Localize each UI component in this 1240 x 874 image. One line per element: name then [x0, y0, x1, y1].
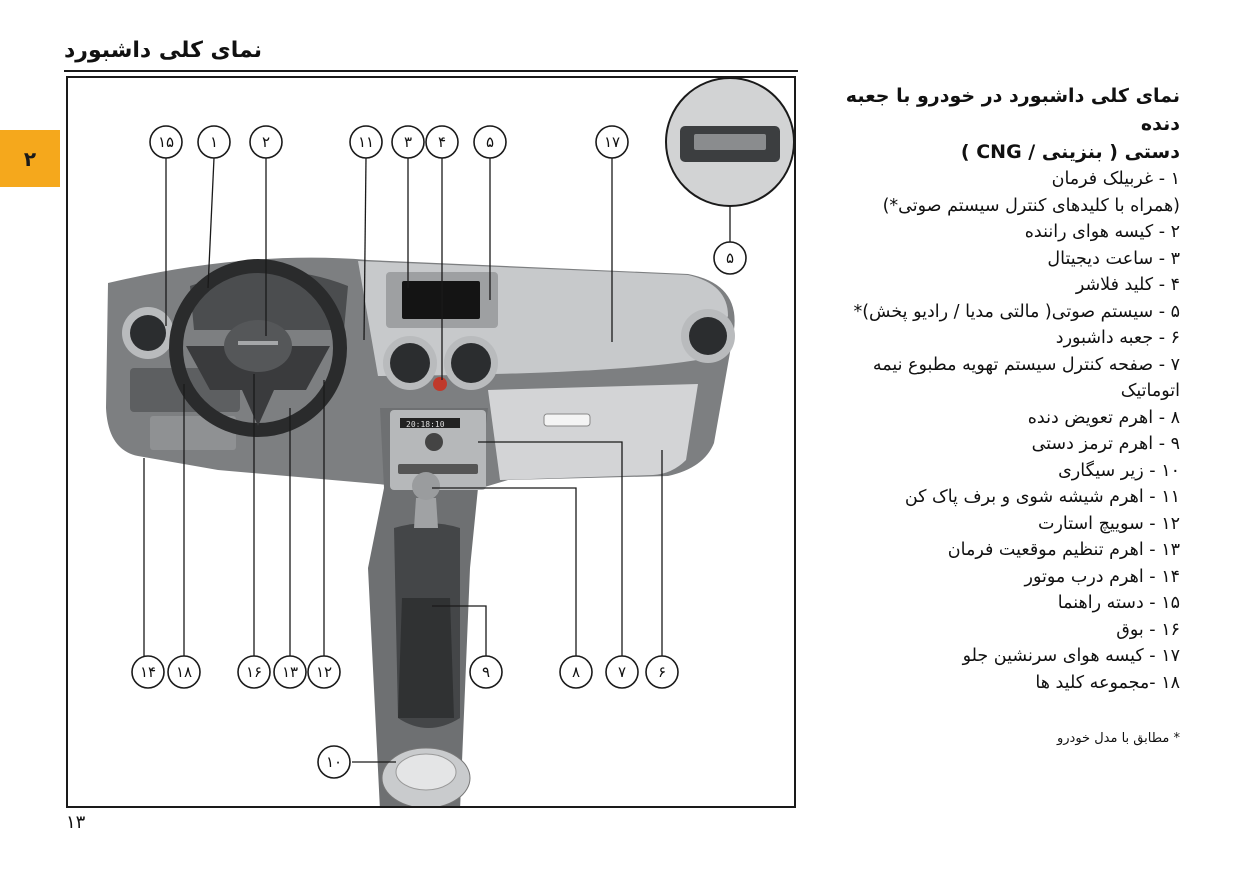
- section-heading: نمای کلی داشبورد در خودرو با جعبه دنده د…: [820, 82, 1180, 166]
- svg-text:۱۵: ۱۵: [158, 133, 174, 151]
- callout-14: ۱۴: [131, 655, 165, 689]
- dashboard-lower-panel: [488, 384, 698, 480]
- callout-15: ۱۵: [149, 125, 183, 159]
- legend-item: ۱۳ - اهرم تنظیم موقعیت فرمان: [947, 540, 1180, 560]
- callout-18: ۱۸: [167, 655, 201, 689]
- gear-lever: [414, 498, 438, 528]
- left-vent: [122, 307, 174, 359]
- climate-display: [400, 418, 460, 428]
- page-title: نمای کلی داشبورد: [64, 38, 262, 63]
- svg-text:۹: ۹: [482, 663, 490, 681]
- center-right-vent: [444, 336, 498, 390]
- svg-text:۷: ۷: [618, 663, 626, 681]
- legend-item: ۸ - اهرم تعویض دنده: [1027, 407, 1180, 428]
- glovebox-handle: [543, 413, 591, 427]
- legend-item: ۱۲ - سوییچ استارت: [1037, 513, 1180, 534]
- legend-item: ۱۸ -مجموعه کلید ها: [1035, 672, 1180, 693]
- legend-item: اتوماتیک: [1120, 381, 1180, 401]
- legend-item: (همراه با کلیدهای کنترل سیستم صوتی*): [882, 195, 1180, 216]
- callout-10: ۱۰: [317, 745, 351, 779]
- legend-item: ۱۱ - اهرم شیشه شوی و برف پاک کن: [904, 487, 1180, 507]
- legend-item: ۷ - صفحه کنترل سیستم تهویه مطبوع نیمه: [872, 354, 1180, 375]
- svg-text:۱۳: ۱۳: [282, 663, 298, 681]
- svg-text:۱۱: ۱۱: [358, 133, 374, 151]
- legend-item: ۴ - کلید فلاشر: [1075, 275, 1180, 295]
- callout-9: ۹: [469, 655, 503, 689]
- ashtray-lid: [395, 753, 457, 791]
- svg-text:۳: ۳: [404, 133, 412, 151]
- svg-text:۴: ۴: [438, 133, 446, 151]
- hazard-button: [433, 377, 447, 391]
- svg-text:۱۶: ۱۶: [246, 663, 262, 681]
- callout-2: ۲: [249, 125, 283, 159]
- callout-16: ۱۶: [237, 655, 271, 689]
- svg-text:۱۷: ۱۷: [604, 133, 620, 151]
- callout-3: ۳: [391, 125, 425, 159]
- svg-text:۱: ۱: [210, 133, 218, 151]
- heading-line-1: نمای کلی داشبورد در خودرو با جعبه دنده: [845, 85, 1180, 135]
- callout-1: ۱: [197, 125, 231, 159]
- legend-item: ۱۵ - دسته راهنما: [1057, 593, 1180, 613]
- callout-5-top: ۵: [473, 125, 507, 159]
- title-rule: [64, 70, 798, 72]
- legend-item: ۵ - سیستم صوتی( مالتی مدیا / رادیو پخش)*: [853, 301, 1180, 322]
- dashboard-figure: 20:18:10: [66, 76, 796, 808]
- legend-item: ۱۶ - بوق: [1116, 619, 1180, 640]
- callout-7: ۷: [605, 655, 639, 689]
- audio-inset: [665, 78, 794, 207]
- chapter-tab: ۲: [0, 130, 60, 187]
- legend-list: ۱ - غربیلک فرمان (همراه با کلیدهای کنترل…: [820, 166, 1180, 696]
- handbrake: [398, 598, 454, 718]
- center-left-vent: [383, 336, 437, 390]
- callout-17: ۱۷: [595, 125, 629, 159]
- legend-item: ۳ - ساعت دیجیتال: [1047, 248, 1180, 269]
- svg-text:۶: ۶: [658, 663, 666, 681]
- svg-text:۱۰: ۱۰: [326, 753, 342, 771]
- legend-item: ۱۴ - اهرم درب موتور: [1024, 566, 1180, 587]
- callout-13: ۱۳: [273, 655, 307, 689]
- clock-display: 20:18:10: [406, 420, 445, 429]
- console-button-row: [398, 464, 478, 474]
- footnote: * مطابق با مدل خودرو: [1057, 731, 1180, 746]
- callout-12: ۱۲: [307, 655, 341, 689]
- callout-6: ۶: [645, 655, 679, 689]
- callout-8: ۸: [559, 655, 593, 689]
- legend-item: ۱ - غربیلک فرمان: [1051, 169, 1180, 189]
- heading-line-2: دستی ( بنزینی / CNG ): [960, 141, 1180, 163]
- callout-4: ۴: [425, 125, 459, 159]
- svg-text:۱۸: ۱۸: [176, 663, 192, 681]
- gear-knob: [412, 472, 440, 500]
- svg-text:۱۴: ۱۴: [140, 663, 156, 681]
- callout-11: ۱۱: [349, 125, 383, 159]
- callout-5-inset: ۵: [713, 241, 747, 275]
- multimedia-screen: [402, 281, 480, 319]
- climate-knob: [425, 433, 443, 451]
- legend-column: نمای کلی داشبورد در خودرو با جعبه دنده د…: [820, 82, 1180, 753]
- steering-wheel: [169, 259, 347, 437]
- svg-text:۵: ۵: [486, 133, 494, 151]
- legend-item: ۶ - جعبه داشبورد: [1055, 328, 1180, 348]
- svg-text:۱۲: ۱۲: [316, 663, 332, 681]
- legend-item: ۱۷ - کیسه هوای سرنشین جلو: [962, 646, 1180, 666]
- leader-lines: [143, 157, 731, 763]
- legend-item: ۲ - کیسه هوای راننده: [1024, 222, 1180, 242]
- page-number: ۱۳: [66, 812, 86, 833]
- svg-text:۵: ۵: [726, 249, 734, 267]
- right-vent: [681, 309, 735, 363]
- svg-text:۲: ۲: [262, 133, 270, 151]
- legend-item: ۹ - اهرم ترمز دستی: [1031, 434, 1180, 454]
- legend-item: ۱۰ - زیر سیگاری: [1058, 460, 1180, 481]
- svg-text:۸: ۸: [572, 663, 580, 681]
- dashboard-illustration: 20:18:10: [106, 78, 794, 806]
